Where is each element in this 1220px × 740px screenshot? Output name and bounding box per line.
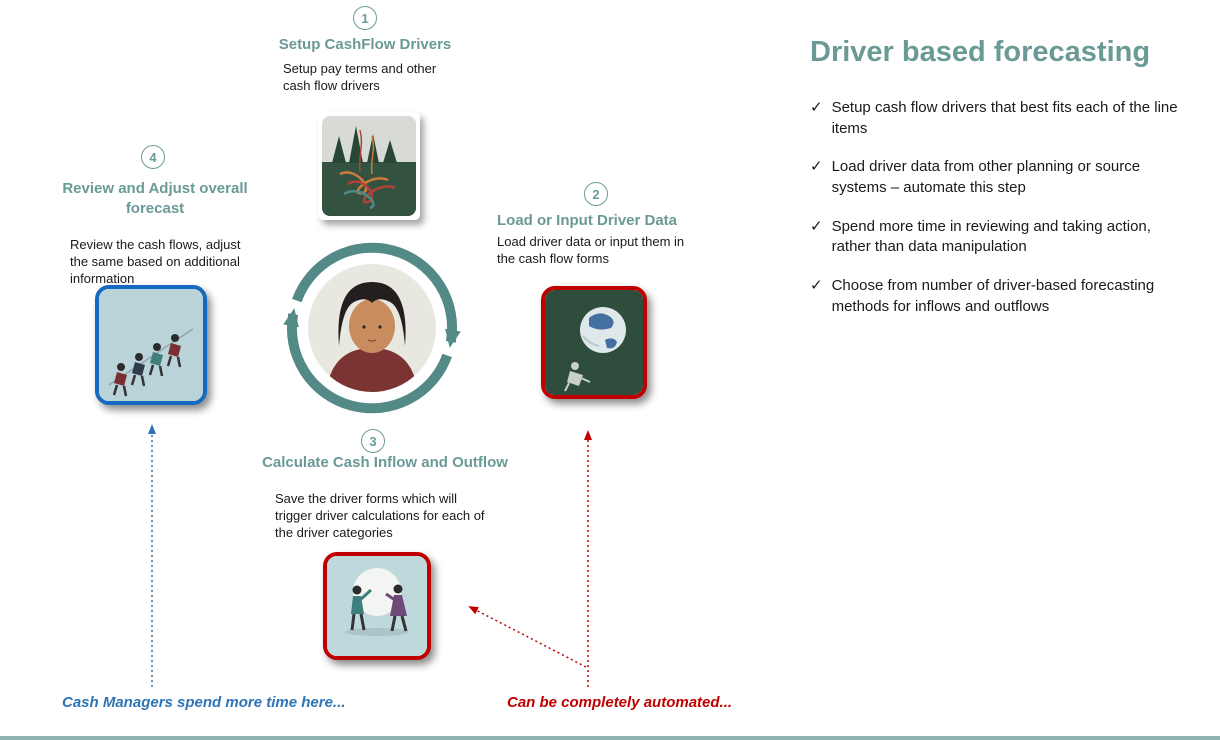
- benefits-list: ✓ Setup cash flow drivers that best fits…: [810, 98, 1188, 336]
- person-avatar-cycle: [283, 242, 461, 414]
- process-cycle-graphic: [282, 242, 462, 414]
- step-3-description: Save the driver forms which will trigger…: [275, 491, 485, 541]
- step-4-description: Review the cash flows, adjust the same b…: [70, 237, 241, 287]
- step-3-image: [323, 552, 431, 660]
- two-people-clock-illustration: [327, 556, 427, 656]
- step-2-number: 2: [592, 186, 600, 202]
- step-1-title: Setup CashFlow Drivers: [278, 36, 452, 53]
- step-4-number-badge: 4: [141, 145, 165, 169]
- step-4-title: Review and Adjust overall forecast: [62, 180, 248, 218]
- globe-on-green-illustration: [545, 290, 643, 395]
- team-pulling-together-illustration: [99, 289, 203, 401]
- tangled-paths-forest-illustration: [322, 116, 416, 216]
- automated-annotation: Can be completely automated...: [507, 694, 733, 711]
- step-4-image: [95, 285, 207, 405]
- check-icon: ✓: [810, 217, 823, 235]
- step-1-description: Setup pay terms and other cash flow driv…: [283, 61, 437, 94]
- red-dotted-arrow-diagonal: [468, 606, 587, 668]
- bullet-text: Spend more time in reviewing and taking …: [831, 217, 1151, 256]
- bullet-text: Load driver data from other planning or …: [831, 158, 1141, 197]
- list-item: ✓ Choose from number of driver-based for…: [810, 276, 1188, 317]
- check-icon: ✓: [810, 99, 823, 116]
- step-2-number-badge: 2: [584, 182, 608, 206]
- step-1-image: [318, 112, 420, 220]
- step-2-image: [541, 286, 647, 399]
- step-3-title: Calculate Cash Inflow and Outflow: [262, 454, 508, 471]
- cash-managers-annotation: Cash Managers spend more time here...: [62, 694, 346, 711]
- list-item: ✓ Spend more time in reviewing and takin…: [810, 217, 1188, 258]
- bottom-border: [0, 736, 1220, 740]
- bullet-text: Setup cash flow drivers that best fits e…: [831, 99, 1178, 137]
- step-1-number-badge: 1: [353, 6, 377, 30]
- cycle-arrow-top: [292, 242, 461, 348]
- page-title: Driver based forecasting: [810, 36, 1151, 68]
- step-4-number: 4: [149, 149, 157, 165]
- step-1-number: 1: [361, 10, 369, 26]
- step-3-number-badge: 3: [361, 429, 385, 453]
- step-3-number: 3: [369, 433, 377, 449]
- step-2-description: Load driver data or input them in the ca…: [497, 234, 685, 267]
- cycle-arrow-bottom: [283, 308, 452, 414]
- step-2-title: Load or Input Driver Data: [497, 212, 678, 229]
- list-item: ✓ Setup cash flow drivers that best fits…: [810, 98, 1188, 139]
- check-icon: ✓: [810, 277, 823, 295]
- bullet-text: Choose from number of driver-based forec…: [831, 277, 1155, 315]
- list-item: ✓ Load driver data from other planning o…: [810, 157, 1188, 198]
- check-icon: ✓: [810, 158, 823, 176]
